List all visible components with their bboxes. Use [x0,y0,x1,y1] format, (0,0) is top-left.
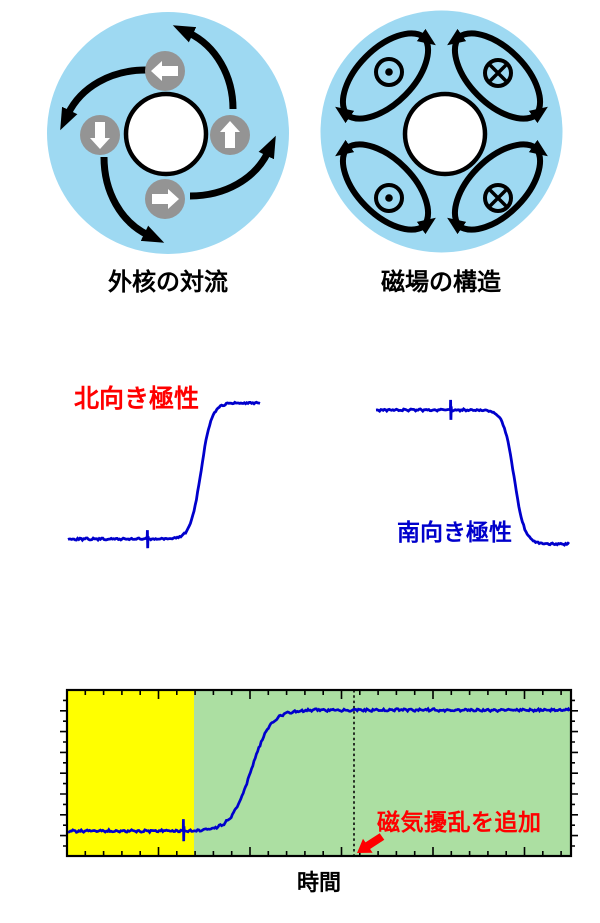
field-loop-arc [452,35,548,124]
north-polarity-label: 北向き極性 [74,385,200,413]
field-loop-arc [340,146,436,235]
field-loop-arc [447,146,543,235]
field-loop-arc [447,28,543,117]
rotation-arrow-top [172,25,237,110]
flow-arrow-left-icon [145,51,185,91]
rotation-arrow-bottom [100,156,165,243]
field-loop-arc [335,35,431,124]
rotation-arrows [60,25,276,243]
field-loops [335,28,548,235]
field-loop-arc [452,139,548,228]
flow-arrow-right-icon [145,179,185,219]
bottom-plot [60,688,578,858]
left-circle-diagram [47,12,289,254]
green-phase-region [194,690,571,856]
field-out-of-page-icon [374,57,404,87]
inner-core-disc [123,91,209,177]
field-into-page-icon [483,58,513,88]
north-reversal-curve [67,400,261,549]
field-loop-arc [340,28,436,117]
field-into-page-icon [483,183,513,213]
inner-core-disc [402,91,488,177]
field-out-of-page-icon [374,183,404,213]
south-reversal-curve [375,399,570,547]
plot-frame [65,688,573,858]
flow-arrow-up-icon [210,115,250,155]
right-circle-label: 磁場の構造 [381,269,501,296]
left-circle-label: 外核の対流 [108,269,228,296]
right-circle-diagram [320,10,563,253]
field-symbols [374,57,513,213]
south-polarity-label: 南向き極性 [397,519,512,545]
rotation-arrow-right [189,135,276,200]
field-strength-curve [67,706,571,842]
axis-ticks [60,690,578,856]
flow-discs [80,51,250,219]
time-axis-label: 時間 [296,870,342,895]
flow-arrow-down-icon [80,115,120,155]
field-loop-arc [335,139,431,228]
rotation-arrow-left [60,66,147,131]
annotation-arrow-icon [357,833,385,853]
middle-plot [67,399,570,549]
yellow-phase-region [67,690,194,856]
disturbance-annotation: 磁気擾乱を追加 [377,809,542,835]
